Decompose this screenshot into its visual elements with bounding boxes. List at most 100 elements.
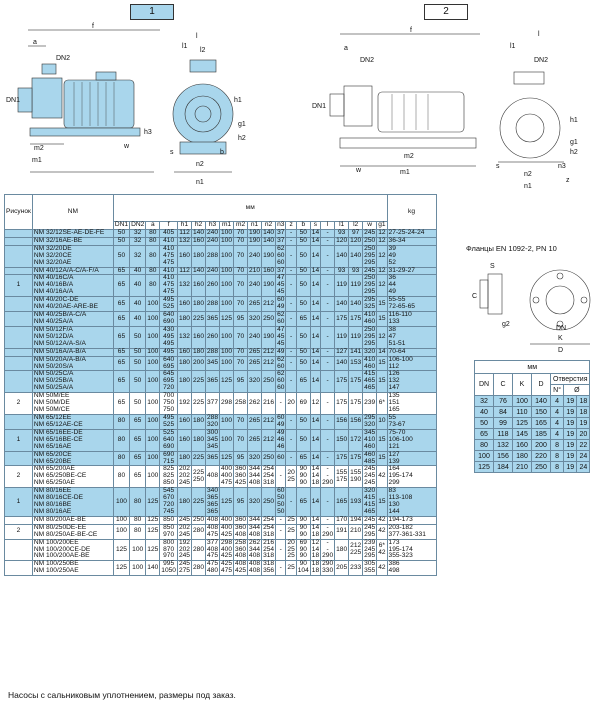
- value-cell: 525 640 690: [159, 428, 178, 452]
- svg-text:g2: g2: [502, 321, 510, 328]
- svg-text:f: f: [410, 27, 412, 34]
- value-cell: 125: [219, 450, 235, 467]
- kg-cell: 55 73-67: [386, 413, 437, 430]
- value-cell: 288: [204, 347, 221, 357]
- flange-cell: 145: [512, 428, 532, 440]
- value-cell: 995 1050: [159, 560, 178, 577]
- value-cell: 425 475: [219, 560, 235, 577]
- flange-cell: 84: [493, 406, 513, 418]
- value-cell: 240: [247, 244, 263, 268]
- value-cell: 14: [309, 325, 322, 349]
- value-cell: 14: [309, 311, 322, 327]
- flange-cell: 8: [549, 439, 565, 451]
- value-cell: 80: [112, 450, 131, 467]
- value-cell: 50: [295, 266, 311, 276]
- value-cell: 125: [145, 523, 161, 540]
- flange-cell: 210: [512, 461, 532, 473]
- value-cell: 100: [145, 311, 161, 327]
- value-cell: 239: [362, 392, 378, 415]
- value-cell: -: [285, 325, 297, 349]
- value-cell: 140: [261, 236, 277, 246]
- value-cell: 250: [190, 515, 207, 525]
- value-cell: -: [285, 428, 297, 452]
- value-cell: -: [275, 515, 287, 525]
- value-cell: 80: [145, 244, 161, 268]
- value-cell: 80: [145, 266, 161, 276]
- value-cell: 100: [129, 560, 147, 577]
- value-cell: 80: [112, 413, 131, 430]
- value-cell: 69: [295, 392, 311, 415]
- value-cell: 180: [334, 538, 350, 562]
- value-cell: 180: [190, 244, 207, 268]
- value-cell: 95: [233, 370, 249, 394]
- value-cell: -: [320, 311, 336, 327]
- value-cell: 65: [112, 355, 131, 372]
- svg-text:g1: g1: [570, 139, 578, 146]
- value-cell: 365: [204, 450, 221, 467]
- value-cell: 14: [309, 450, 322, 467]
- value-cell: 175: [334, 450, 350, 467]
- value-cell: 320: [247, 311, 263, 327]
- value-cell: 100: [112, 523, 131, 540]
- model-cell: NM 80/16EE NM 80/16CE-DE NM 80/16BE NM 8…: [31, 487, 114, 517]
- value-cell: -: [275, 560, 287, 577]
- value-cell: 377: [204, 392, 221, 415]
- flange-cell: 118: [493, 428, 513, 440]
- value-cell: 100: [219, 325, 235, 349]
- value-cell: 200: [190, 355, 207, 372]
- value-cell: 225: [190, 450, 207, 467]
- value-cell: 65: [112, 266, 131, 276]
- value-cell: 265: [247, 428, 263, 452]
- kg-cell: 36-34: [386, 236, 437, 246]
- value-cell: 65: [112, 274, 131, 298]
- value-cell: 250: [261, 370, 277, 394]
- value-cell: 10: [376, 413, 388, 430]
- value-cell: 320 415 415 465: [362, 487, 378, 517]
- value-cell: 190: [261, 325, 277, 349]
- value-cell: -: [275, 523, 287, 540]
- value-cell: 32: [129, 244, 147, 268]
- value-cell: 225: [190, 392, 207, 415]
- flange-cell: 8: [549, 450, 565, 462]
- value-cell: 233: [348, 560, 364, 577]
- value-cell: 100: [219, 296, 235, 313]
- value-cell: 320: [247, 487, 263, 517]
- value-cell: -: [320, 347, 336, 357]
- value-cell: 50: [295, 413, 311, 430]
- kg-cell: 75-70 106-100 121: [386, 428, 437, 452]
- value-cell: 100: [145, 355, 161, 372]
- svg-text:h2: h2: [570, 149, 578, 156]
- value-cell: 460 485: [362, 450, 378, 467]
- value-cell: 400 425: [219, 523, 235, 540]
- svg-text:h1: h1: [570, 117, 578, 124]
- value-cell: 640 695: [159, 355, 178, 372]
- value-cell: 645 695 720: [159, 370, 178, 394]
- value-cell: 15: [376, 450, 388, 467]
- pump-drawing-2-front: l1 l DN2 h1 g1 h2 s n3 n2 n1 z: [490, 22, 598, 192]
- figure-cell: [4, 296, 33, 313]
- value-cell: -: [285, 244, 297, 268]
- value-cell: 250: [261, 450, 277, 467]
- value-cell: 180: [190, 413, 207, 430]
- value-cell: 15: [376, 428, 388, 452]
- svg-text:DN: DN: [556, 325, 566, 332]
- value-cell: 280: [190, 523, 207, 540]
- value-cell: 50: [295, 244, 311, 268]
- value-cell: 100: [112, 515, 131, 525]
- value-cell: 50: [295, 428, 311, 452]
- svg-text:w: w: [355, 167, 362, 174]
- value-cell: 14: [309, 355, 322, 372]
- value-cell: 140: [145, 560, 161, 577]
- value-cell: 14: [376, 347, 388, 357]
- value-cell: 100: [219, 347, 235, 357]
- pump-drawing-2-side: f a DN2 DN1 m2 m1 w: [300, 22, 485, 192]
- value-cell: 47 45 45: [275, 274, 287, 298]
- svg-text:C: C: [472, 293, 477, 300]
- flange-cell: 110: [512, 406, 532, 418]
- value-cell: 95: [233, 311, 249, 327]
- value-cell: 150: [334, 428, 350, 452]
